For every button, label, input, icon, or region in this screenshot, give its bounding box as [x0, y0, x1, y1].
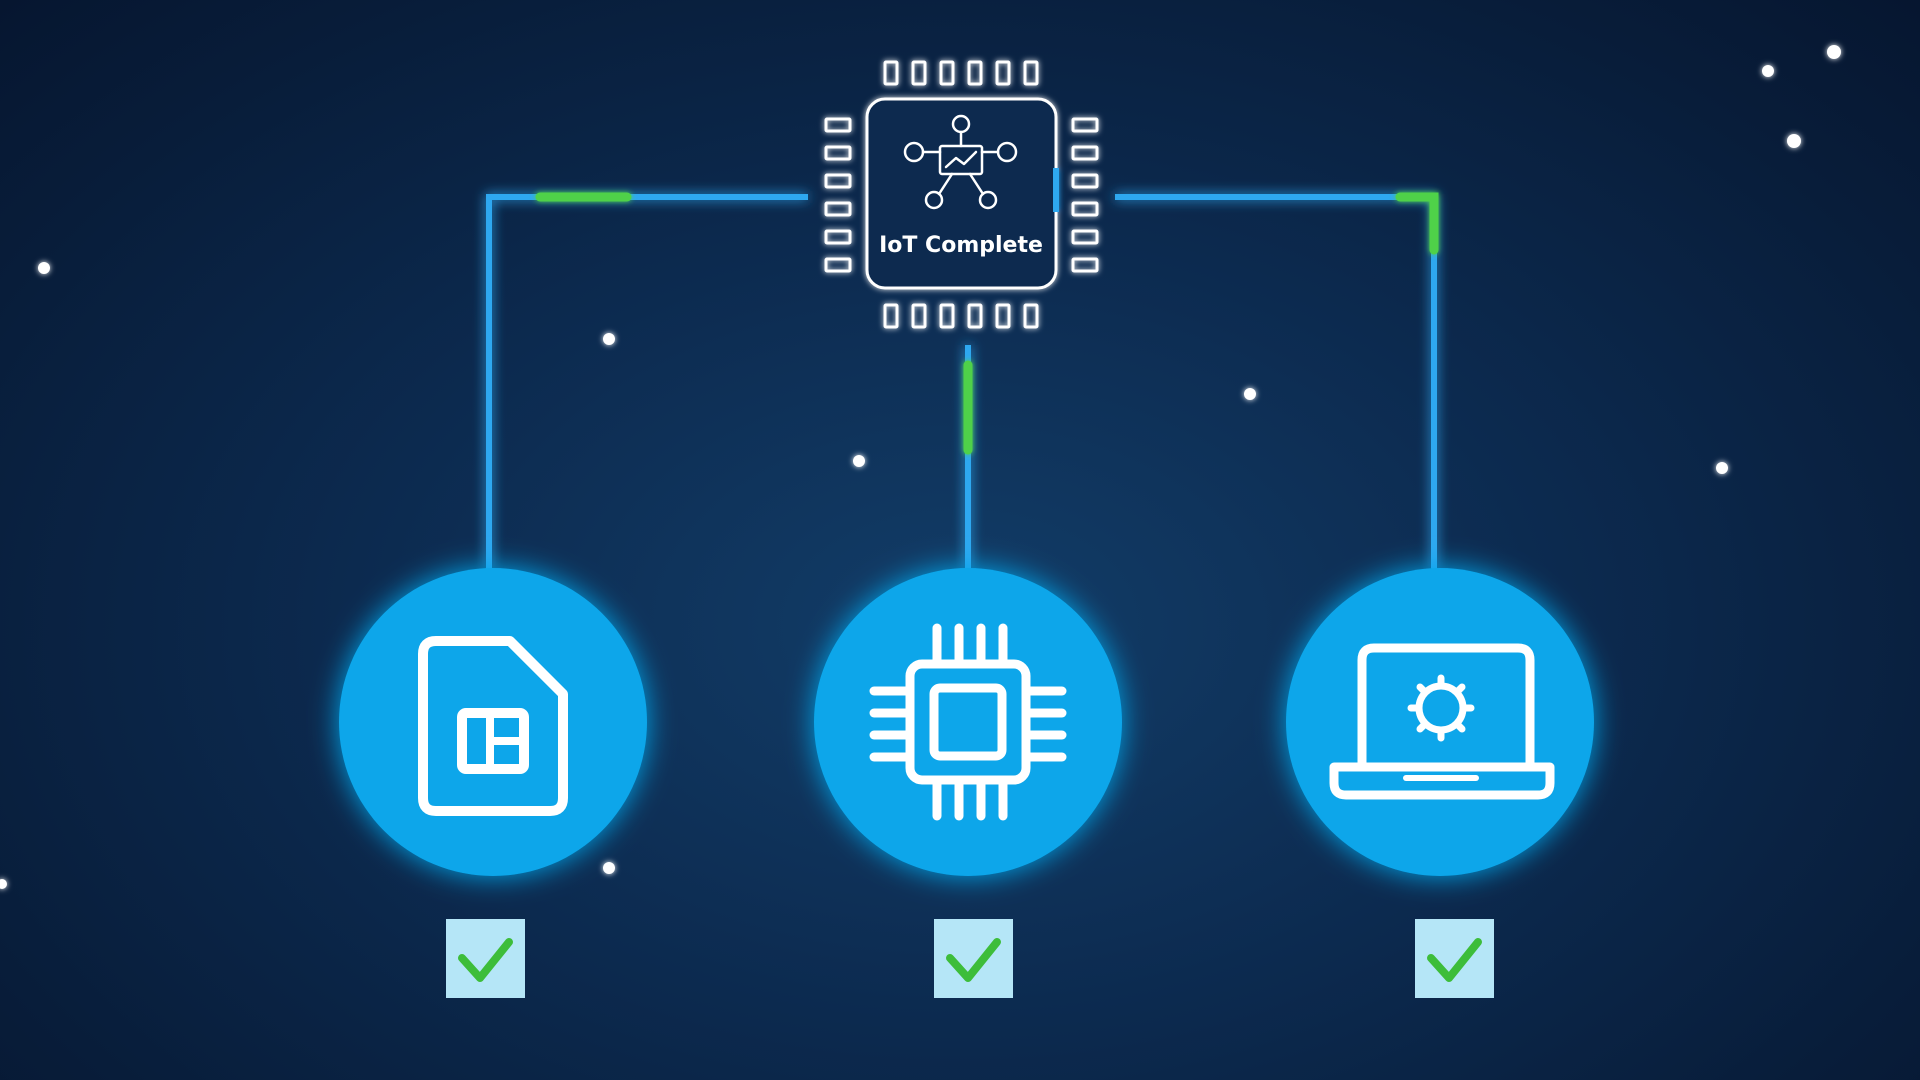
star [1762, 65, 1774, 77]
star [38, 262, 50, 274]
node-microchip [814, 568, 1122, 876]
checkmark-icon [458, 938, 513, 982]
sim-card-icon [418, 636, 568, 816]
connector-line-left [486, 194, 808, 570]
star [1827, 45, 1841, 59]
pulse-right [1395, 192, 1439, 255]
star [1244, 388, 1256, 400]
node-circle [1286, 568, 1594, 876]
status-checkbox-laptop [1415, 919, 1494, 998]
data-pulses [535, 192, 1439, 455]
microchip-icon [869, 623, 1067, 821]
hub-chip-body [865, 97, 1058, 290]
hub-pins-top [883, 60, 1039, 86]
hub-pins-bottom [883, 303, 1039, 329]
background-stars [0, 45, 1841, 889]
hub-pins-left [824, 117, 852, 273]
gear-icon [1407, 674, 1475, 742]
node-laptop [1286, 568, 1594, 876]
star [603, 862, 615, 874]
checkmark-icon [1427, 938, 1482, 982]
star [853, 455, 865, 467]
network-analytics-icon [903, 114, 1018, 210]
hub-title: IoT Complete [879, 233, 1043, 258]
star [1716, 462, 1728, 474]
checkmark-icon [946, 938, 1001, 982]
laptop-gear-icon [1329, 643, 1555, 800]
status-checkbox-sim [446, 919, 525, 998]
iot-complete-hub: IoT Complete [824, 60, 1099, 329]
status-checkbox-chip [934, 919, 1013, 998]
star [1787, 134, 1801, 148]
connector-line-right [1115, 194, 1437, 570]
star [0, 879, 7, 889]
node-circle [814, 568, 1122, 876]
star [603, 333, 615, 345]
hub-pins-right [1071, 117, 1099, 273]
node-sim-card [339, 568, 647, 876]
